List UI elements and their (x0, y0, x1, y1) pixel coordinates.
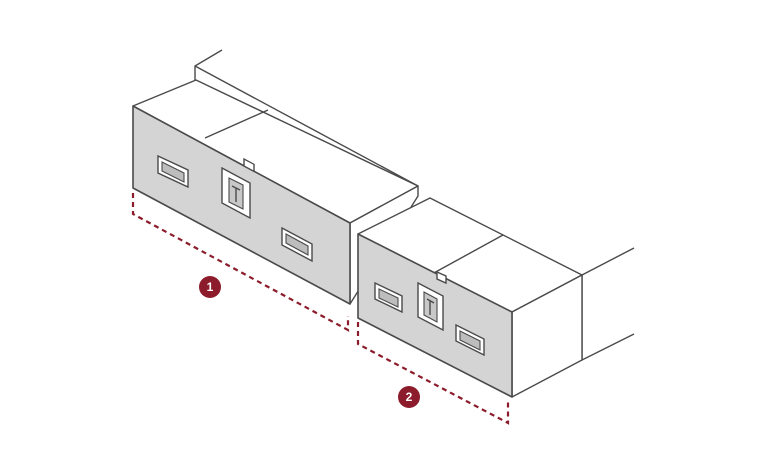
marker-2: 2 (398, 386, 420, 408)
toolbox-1 (132, 79, 419, 305)
lock-icon[interactable] (417, 270, 447, 332)
marker-2-label: 2 (406, 390, 413, 404)
dimension-line-2 (356, 322, 510, 425)
dimension-line-1 (131, 193, 350, 332)
lock-icon[interactable] (221, 157, 255, 220)
handle-icon[interactable] (455, 323, 485, 357)
toolbox-2 (357, 197, 583, 398)
handle-icon[interactable] (281, 226, 313, 263)
handle-icon[interactable] (157, 154, 189, 189)
marker-1-label: 1 (207, 280, 214, 294)
handle-icon[interactable] (374, 281, 403, 314)
marker-1: 1 (199, 276, 221, 298)
